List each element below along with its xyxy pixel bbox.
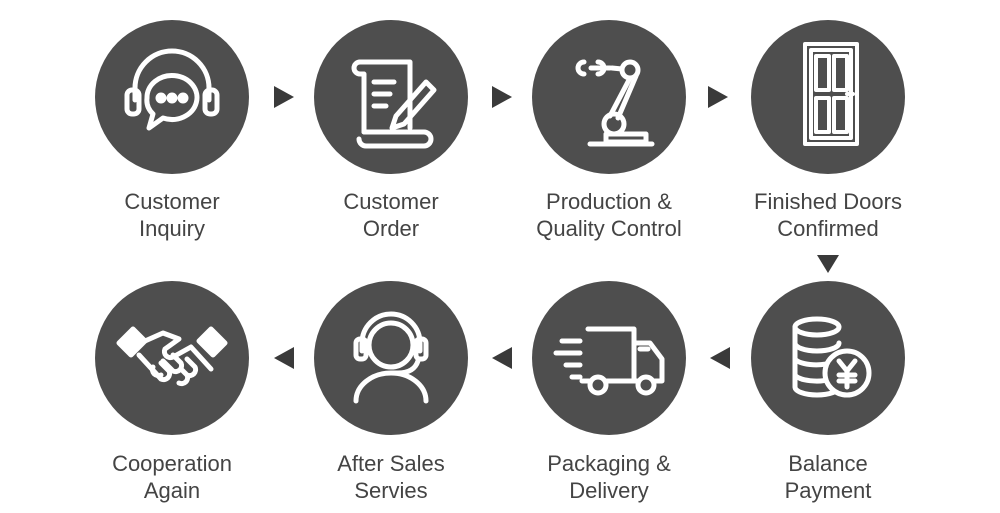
balance-payment-label: Balance Payment xyxy=(784,451,872,503)
support-agent-icon xyxy=(353,311,429,404)
handshake-icon xyxy=(116,326,228,387)
balance-payment-circle xyxy=(751,281,905,435)
customer-order-label: Customer Order xyxy=(343,189,439,241)
production-circle xyxy=(532,20,686,174)
door-icon xyxy=(803,42,859,146)
scroll-pen-icon xyxy=(351,59,437,149)
coins-yen-icon xyxy=(792,316,872,398)
arrow-down-icon xyxy=(817,255,839,273)
delivery-label: Packaging & Delivery xyxy=(547,451,671,503)
finished-doors-label: Finished Doors Confirmed xyxy=(754,189,902,241)
customer-inquiry-label: Customer Inquiry xyxy=(124,189,220,241)
arrow-left-icon xyxy=(274,347,294,369)
after-sales-label: After Sales Servies xyxy=(337,451,445,503)
after-sales-circle xyxy=(314,281,468,435)
arrow-right-icon xyxy=(274,86,294,108)
handshake-circle xyxy=(95,281,249,435)
finished-doors-circle xyxy=(751,20,905,174)
arrow-right-icon xyxy=(492,86,512,108)
delivery-truck-icon xyxy=(553,326,665,396)
arrow-right-icon xyxy=(708,86,728,108)
arrow-left-icon xyxy=(492,347,512,369)
production-label: Production & Quality Control xyxy=(536,189,682,241)
arrow-left-icon xyxy=(710,347,730,369)
delivery-circle xyxy=(532,281,686,435)
robot-arm-icon xyxy=(575,59,655,147)
customer-order-circle xyxy=(314,20,468,174)
cooperation-label: Cooperation Again xyxy=(112,451,232,503)
headset-chat-icon xyxy=(124,48,220,131)
customer-inquiry-circle xyxy=(95,20,249,174)
